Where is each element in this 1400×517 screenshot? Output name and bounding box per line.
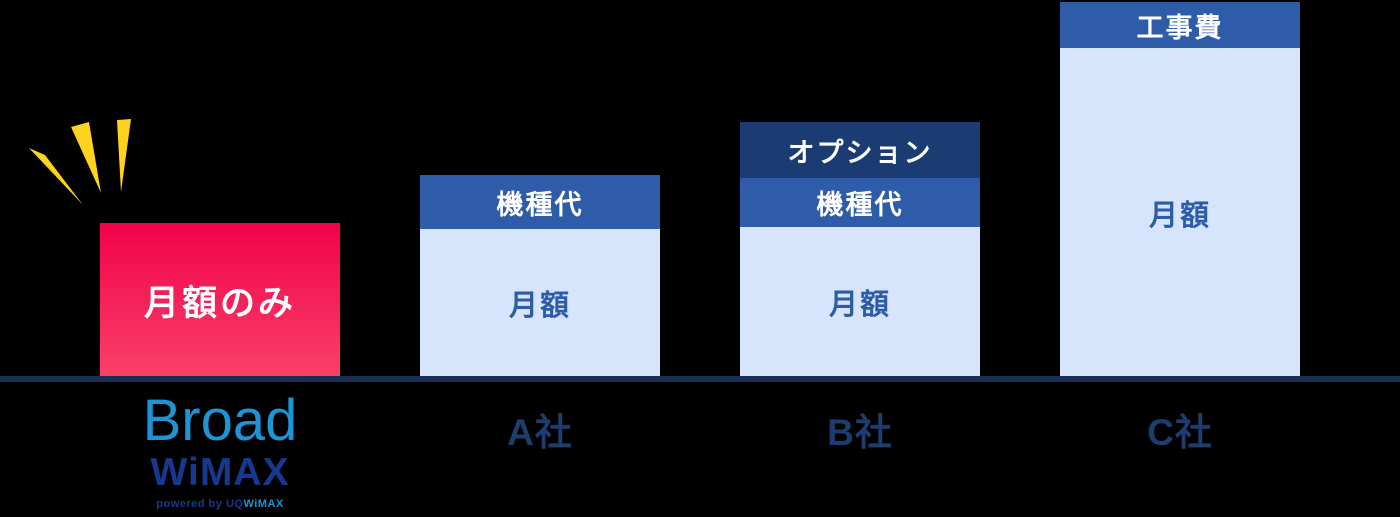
powered-by-text: powered by [156, 498, 223, 510]
bar-company-c: 工事費 月額 [1060, 2, 1300, 377]
segment-construction-fee-c-label: 工事費 [1136, 12, 1224, 43]
segment-monthly-a-label: 月額 [508, 290, 571, 322]
segment-device-cost-b: 機種代 [740, 178, 980, 227]
segment-device-cost-a: 機種代 [420, 175, 660, 229]
ray-left-icon [29, 148, 83, 205]
segment-device-cost-a-label: 機種代 [496, 189, 584, 220]
logo-powered-by: powered by UQWiMAX [100, 499, 340, 510]
uq-logo-text: UQ [225, 498, 244, 510]
bar-company-a: 機種代 月額 [420, 175, 660, 377]
segment-option-b: オプション [740, 122, 980, 178]
segment-device-cost-b-label: 機種代 [816, 190, 904, 220]
segment-monthly-b-label: 月額 [828, 289, 891, 321]
ray-right-icon [117, 119, 131, 192]
category-label-company-b: B社 [827, 412, 893, 453]
axis-baseline [0, 376, 1400, 382]
segment-monthly-c-label: 月額 [1148, 199, 1211, 232]
category-label-company-c: C社 [1147, 412, 1213, 453]
segment-monthly-only: 月額のみ [100, 223, 340, 377]
ray-middle-icon [71, 122, 101, 193]
broad-wimax-logo: Broad WiMAX powered by UQWiMAX [100, 392, 340, 510]
bar-company-b: オプション 機種代 月額 [740, 122, 980, 377]
segment-option-b-label: オプション [787, 137, 933, 168]
segment-monthly-a: 月額 [420, 229, 660, 377]
segment-monthly-b: 月額 [740, 227, 980, 377]
segment-monthly-c: 月額 [1060, 48, 1300, 377]
segment-monthly-only-label: 月額のみ [143, 283, 296, 323]
logo-wimax-text: WiMAX [150, 451, 290, 494]
category-label-company-a: A社 [507, 412, 573, 453]
bar-broad-wimax: 月額のみ [100, 223, 340, 377]
logo-broad-text: Broad [142, 388, 298, 453]
uq-wimax-text: WiMAX [243, 498, 284, 510]
segment-construction-fee-c: 工事費 [1060, 2, 1300, 48]
